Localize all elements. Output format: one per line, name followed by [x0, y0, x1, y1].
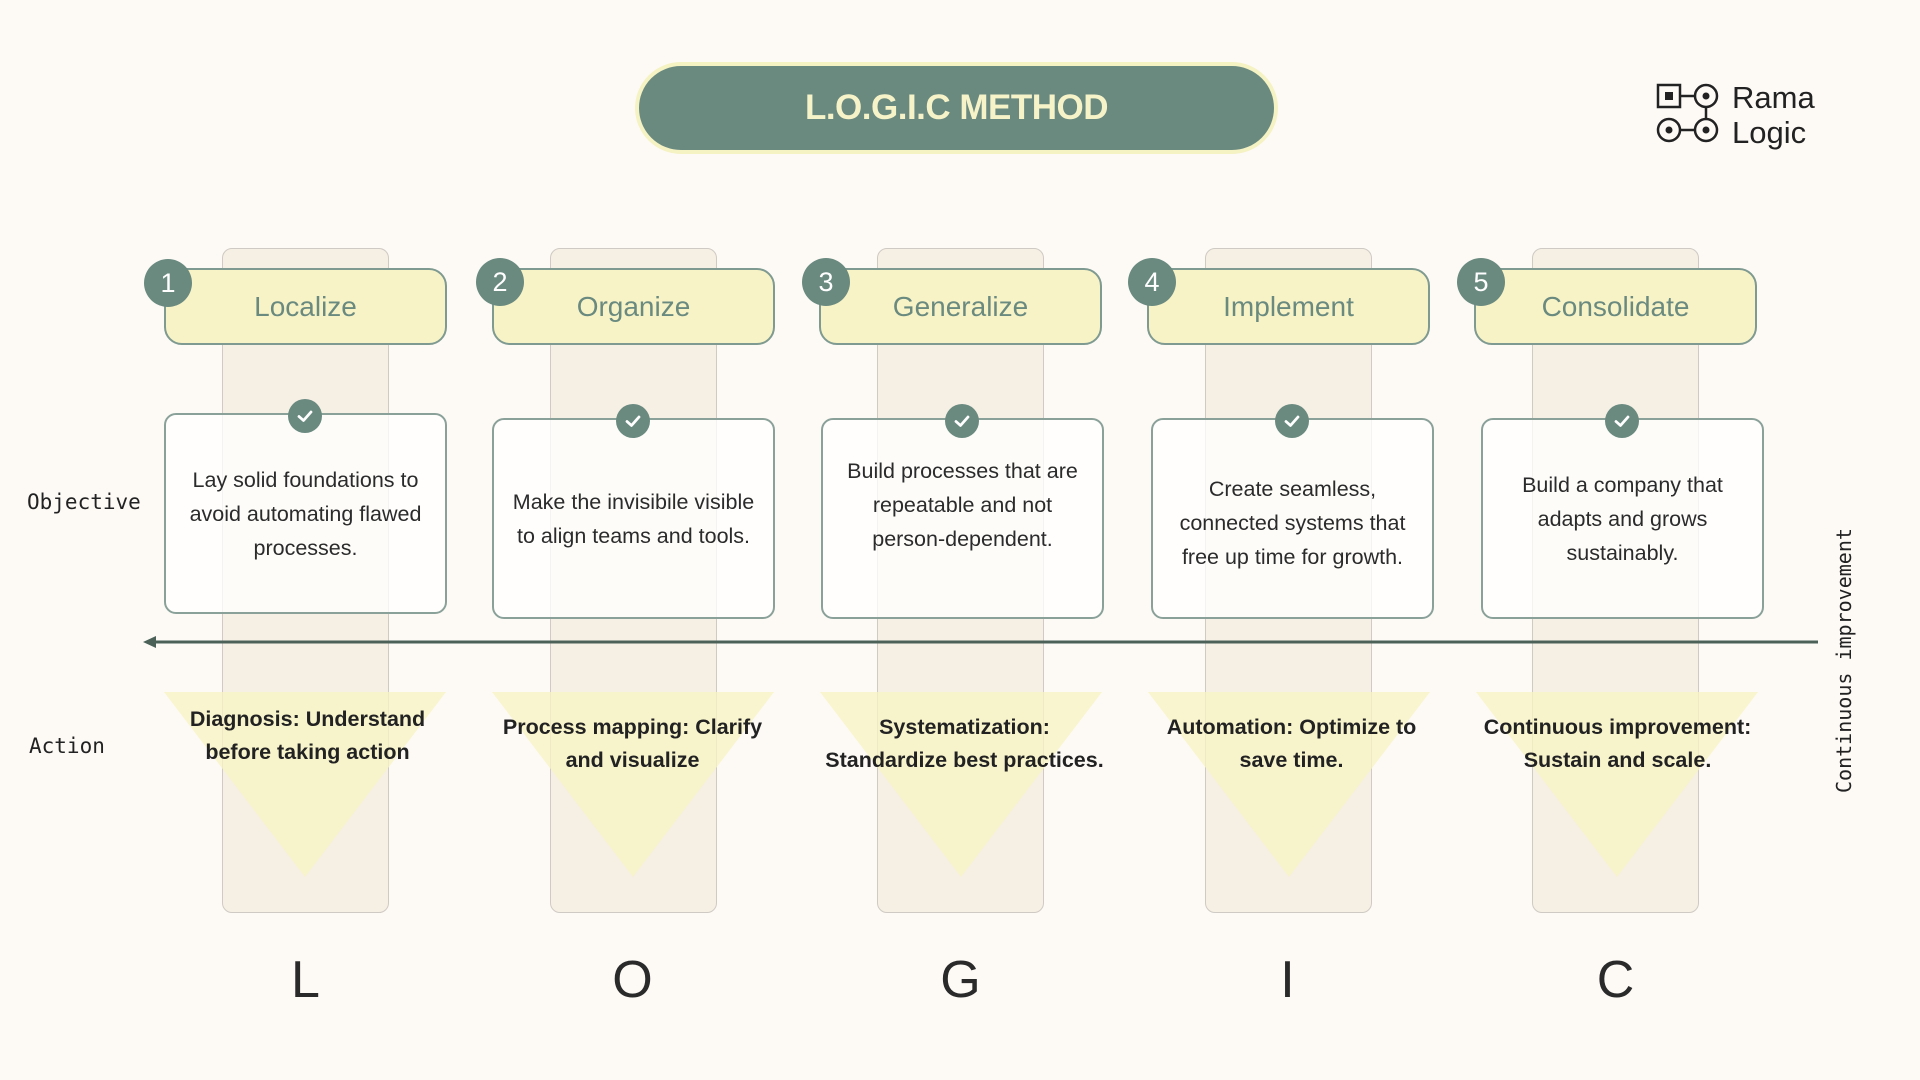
acronym-letter-g: G — [940, 951, 981, 1009]
logo: Rama Logic — [1655, 80, 1855, 150]
objective-text: Build processes that are repeatable and … — [847, 458, 1078, 551]
action-triangle-4 — [1148, 692, 1430, 877]
continuous-improvement-label: Continuous improvement — [1832, 528, 1856, 793]
action-text-1: Diagnosis: Understand before taking acti… — [189, 707, 426, 764]
check-icon — [616, 404, 650, 438]
objective-text: Make the invisibile visible to align tea… — [512, 489, 755, 548]
check-icon — [1275, 404, 1309, 438]
objective-box-4: Create seamless, connected systems that … — [1151, 418, 1434, 619]
action-triangle-3 — [820, 692, 1102, 877]
node-graph-logo-icon — [1656, 83, 1719, 143]
objective-text: Build a company that adapts and grows su… — [1522, 472, 1723, 565]
phase-pill-generalize: Generalize — [819, 268, 1102, 345]
phase-pill-implement: Implement — [1147, 268, 1430, 345]
objective-box-5: Build a company that adapts and grows su… — [1481, 418, 1764, 619]
action-text-4: Automation: Optimize to save time. — [1166, 715, 1417, 772]
acronym-letter-o: O — [612, 951, 653, 1009]
action-text-5: Continuous improvement: Sustain and scal… — [1483, 715, 1752, 772]
acronym-letter-c: C — [1596, 951, 1635, 1009]
action-text-2: Process mapping: Clarify and visualize — [502, 715, 763, 772]
step-number-badge-4: 4 — [1128, 258, 1176, 306]
phase-pill-localize: Localize — [164, 268, 447, 345]
step-number-badge-1: 1 — [144, 259, 192, 307]
objective-text: Create seamless, connected systems that … — [1179, 476, 1406, 569]
logo-line-1: Rama — [1732, 80, 1815, 115]
row-label-objective: Objective — [27, 490, 141, 514]
objective-box-1: Lay solid foundations to avoid automatin… — [164, 413, 447, 614]
check-icon — [1605, 404, 1639, 438]
page-title: L.O.G.I.C METHOD — [635, 62, 1278, 154]
objective-box-2: Make the invisibile visible to align tea… — [492, 418, 775, 619]
objective-box-3: Build processes that are repeatable and … — [821, 418, 1104, 619]
action-triangle-5 — [1476, 692, 1758, 877]
action-triangle-1 — [164, 692, 446, 877]
phase-pill-consolidate: Consolidate — [1474, 268, 1757, 345]
row-label-action: Action — [29, 734, 105, 758]
acronym-letter-i: I — [1280, 951, 1295, 1009]
acronym-letter-l: L — [291, 951, 320, 1009]
step-number-badge-3: 3 — [802, 258, 850, 306]
check-icon — [945, 404, 979, 438]
action-triangle-2 — [492, 692, 774, 877]
left-arrow-icon — [143, 636, 1818, 648]
logo-wordmark: Rama Logic — [1732, 80, 1815, 150]
phase-pill-organize: Organize — [492, 268, 775, 345]
logo-line-2: Logic — [1732, 115, 1807, 150]
step-number-badge-2: 2 — [476, 258, 524, 306]
action-text-3: Systematization: Standardize best practi… — [825, 715, 1104, 772]
check-icon — [288, 399, 322, 433]
step-number-badge-5: 5 — [1457, 258, 1505, 306]
objective-text: Lay solid foundations to avoid automatin… — [189, 467, 422, 560]
